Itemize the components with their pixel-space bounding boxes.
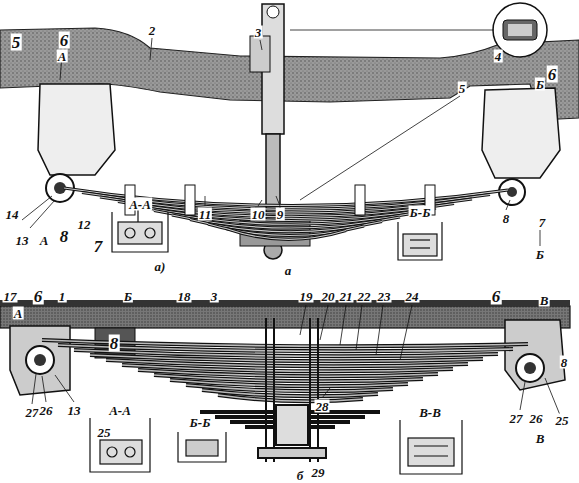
callout-label: 19 <box>299 290 314 303</box>
callout-label: Б <box>123 290 133 303</box>
callout-label: 26 <box>39 404 54 417</box>
callout-label: 8 <box>59 228 70 245</box>
callout-label: А <box>57 50 68 63</box>
callout-label: 21 <box>339 290 354 303</box>
leader-line <box>32 305 560 415</box>
callout-label: 26 <box>529 412 544 425</box>
callout-label: 27 <box>25 406 40 419</box>
callout-label: В <box>539 294 550 307</box>
callout-label: 24 <box>405 290 420 303</box>
callout-label: 10 <box>251 208 266 221</box>
callout-label: В-В <box>418 406 442 419</box>
callout-label: А <box>39 234 50 247</box>
callout-label: 18 <box>177 290 192 303</box>
callout-label: 9 <box>276 208 285 221</box>
callout-label: 7 <box>538 216 547 229</box>
callout-label: 29 <box>311 466 326 479</box>
u-bolt <box>258 318 326 462</box>
callout-label: 8 <box>109 335 120 352</box>
callout-label: а <box>284 264 293 277</box>
callout-label: 1 <box>58 290 67 303</box>
callout-label: А <box>13 307 24 320</box>
callout-label: 5 <box>458 82 467 95</box>
callout-label: 13 <box>67 404 82 417</box>
callout-label: а) <box>154 260 167 273</box>
section-view <box>90 418 462 474</box>
spring-bracket <box>38 84 115 175</box>
section-view <box>112 200 442 260</box>
callout-label: Б-Б <box>409 206 432 219</box>
callout-label: 2 <box>148 24 157 37</box>
callout-label: Б <box>535 78 545 91</box>
callout-label: 11 <box>198 208 212 221</box>
spring-bracket <box>10 326 70 395</box>
callout-label: 5 <box>11 34 22 51</box>
spring-bracket <box>505 320 565 390</box>
callout-label: 6 <box>547 66 558 83</box>
callout-label: 17 <box>3 290 18 303</box>
leader-line <box>22 38 540 246</box>
callout-label: 14 <box>5 208 20 221</box>
frame-rail <box>0 306 570 328</box>
callout-label: 6 <box>491 288 502 305</box>
callout-label: 6 <box>59 32 70 49</box>
callout-label: 13 <box>15 234 30 247</box>
callout-label: 20 <box>321 290 336 303</box>
callout-label: 28 <box>315 400 330 413</box>
callout-label: 25 <box>97 426 112 439</box>
callout-label: 3 <box>254 26 263 39</box>
callout-label: 3 <box>210 290 219 303</box>
callout-label: 12 <box>77 218 92 231</box>
callout-label: 4 <box>494 50 503 63</box>
callout-label: 25 <box>555 414 570 427</box>
callout-label: Б-Б <box>189 416 212 429</box>
spring-bracket <box>482 88 560 178</box>
callout-label: А-А <box>128 198 152 211</box>
callout-label: 22 <box>357 290 372 303</box>
callout-label: А-А <box>108 404 132 417</box>
callout-label: 23 <box>377 290 392 303</box>
callout-label: 8 <box>560 356 569 369</box>
callout-label: 8 <box>502 212 511 225</box>
callout-label: 6 <box>33 288 44 305</box>
callout-label: 27 <box>509 412 524 425</box>
callout-label: б <box>296 469 305 482</box>
callout-label: В <box>535 432 546 445</box>
callout-label: 7 <box>93 238 104 255</box>
callout-label: Б <box>535 248 545 261</box>
